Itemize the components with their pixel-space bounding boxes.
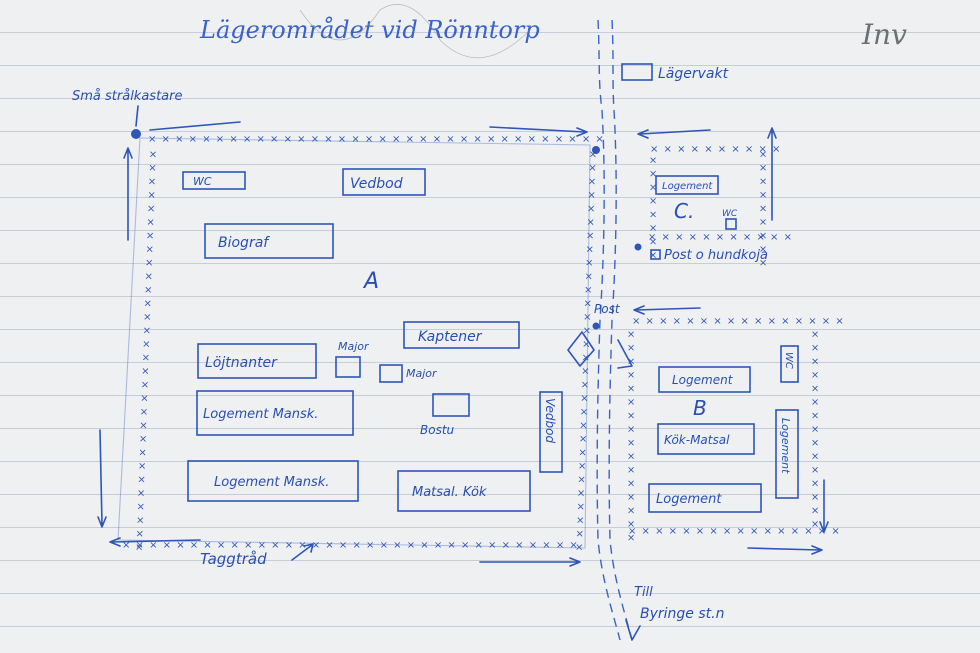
searchlight-icon: [131, 129, 141, 139]
compound-b-label: B: [693, 396, 707, 420]
guard-building: [621, 63, 653, 81]
svg-text:WC: WC: [193, 175, 212, 188]
doghouse: [650, 249, 661, 260]
svg-text:Logement: Logement: [779, 418, 792, 474]
building-vedbod-a2: Vedbod: [539, 391, 563, 473]
svg-text:× × × × × × × × × × ×: × × × × × × × × × × ×: [648, 232, 793, 243]
building-major-1: [335, 356, 361, 378]
svg-text:Kök-Matsal: Kök-Matsal: [664, 433, 730, 447]
road-line-left: [596, 19, 621, 641]
building-logement-b1: Logement: [658, 366, 751, 393]
svg-text:× × × × × × × × ×: × × × × × × × × ×: [757, 150, 768, 268]
compound-c-label: C.: [674, 199, 694, 223]
svg-text:Kaptener: Kaptener: [418, 329, 483, 345]
svg-text:× × × × × × × × × × × × × × ×: × × × × × × × × × × × × × × × ×: [632, 316, 845, 327]
svg-text:Logement Mansk.: Logement Mansk.: [203, 407, 318, 422]
svg-text:× × × × × × × × × × × × × × ×: × × × × × × × × × × × × × × ×: [809, 330, 820, 529]
gate-a: [567, 331, 595, 367]
fence-compound-b: × × × × × × × × × × × × × × × × × × × × …: [625, 316, 845, 543]
svg-text:Logement: Logement: [672, 373, 734, 387]
road-line-right: [608, 19, 633, 641]
building-wc-c: [725, 218, 737, 230]
svg-text:Biograf: Biograf: [218, 235, 270, 251]
map-title: Lägerområdet vid Rönntorp: [199, 15, 540, 44]
compound-a-label: A: [362, 269, 379, 294]
svg-text:× × × × × × × × × × × × × × ×: × × × × × × × × × × × × × × × × × × × × …: [133, 150, 158, 553]
svg-text:× × × × × × × × × ×: × × × × × × × × × ×: [650, 144, 781, 155]
building-lojtnanter: Löjtnanter: [197, 343, 317, 379]
fence-label: Taggtråd: [200, 550, 267, 568]
building-kok-matsal: Kök-Matsal: [657, 423, 755, 455]
building-logement-mansk-1: Logement Mansk.: [196, 390, 354, 436]
guard-label: Lägervakt: [658, 66, 729, 82]
building-wc-b: WC: [780, 345, 799, 383]
post-doghouse-marker: [634, 243, 642, 251]
svg-text:× × × × × × × ×: × × × × × × × ×: [647, 156, 658, 260]
building-logement-b3: Logement: [648, 483, 762, 513]
svg-text:× × × × × × × × × × × × × × ×: × × × × × × × × × × × × × × × × × × × × …: [148, 134, 605, 145]
post-label: Post: [594, 302, 621, 316]
svg-text:Löjtnanter: Löjtnanter: [205, 355, 278, 371]
building-logement-mansk-2: Logement Mansk.: [187, 460, 359, 502]
svg-text:× × × × × × × × × × × × × × ×: × × × × × × × × × × × × × × × × × × × × …: [122, 540, 579, 551]
corner-note: Inv: [861, 18, 907, 51]
post-marker: [592, 322, 600, 330]
svg-text:× × × × × × × × × × × × × × ×: × × × × × × × × × × × × × × × ×: [625, 330, 636, 543]
searchlight-icon-ne: [592, 146, 600, 154]
building-kaptener: Kaptener: [403, 321, 520, 349]
major-label-2: Major: [406, 367, 438, 380]
building-major-2: [379, 364, 403, 383]
svg-text:Logement: Logement: [662, 181, 713, 192]
gate-b: [617, 339, 633, 369]
building-bostu: [432, 393, 470, 417]
fence-label-arrow: [291, 543, 314, 561]
road-arrow-icon: [625, 619, 641, 641]
svg-text:× × × × × × × × × × × × × × ×: × × × × × × × × × × × × × × × ×: [628, 526, 841, 537]
building-vedbod-a: Vedbod: [342, 168, 426, 196]
svg-text:Logement Mansk.: Logement Mansk.: [214, 475, 329, 490]
building-biograf: Biograf: [204, 223, 334, 259]
building-matsal-kok: Matsal. Kök: [397, 470, 531, 512]
post-doghouse-label: Post o hundkoja: [664, 248, 768, 263]
building-logement-c: Logement: [655, 175, 719, 195]
building-logement-b2: Logement: [775, 409, 799, 499]
wc-c-label: WC: [722, 209, 738, 219]
building-wc-a: WC: [182, 171, 246, 190]
svg-text:× × × × × × × × × × × × × × ×: × × × × × × × × × × × × × × × × × × × × …: [573, 150, 598, 553]
svg-text:Logement: Logement: [656, 492, 722, 507]
destination-line-2: Byringe st.n: [640, 606, 724, 622]
fence-compound-c: × × × × × × × × × × × × × × × × × × × × …: [647, 144, 793, 268]
pencil-scribble: [299, 3, 531, 59]
svg-text:Vedbod: Vedbod: [543, 398, 557, 443]
patrol-arrows: [97, 121, 829, 567]
svg-text:WC: WC: [783, 352, 794, 369]
svg-text:Matsal. Kök: Matsal. Kök: [412, 485, 487, 500]
major-label-1: Major: [338, 340, 370, 353]
destination-line-1: Till: [634, 585, 653, 600]
searchlight-label: Små strålkastare: [72, 89, 182, 104]
svg-text:Vedbod: Vedbod: [350, 176, 403, 192]
searchlight-pointer: [135, 105, 139, 127]
bostu-label: Bostu: [420, 423, 455, 437]
